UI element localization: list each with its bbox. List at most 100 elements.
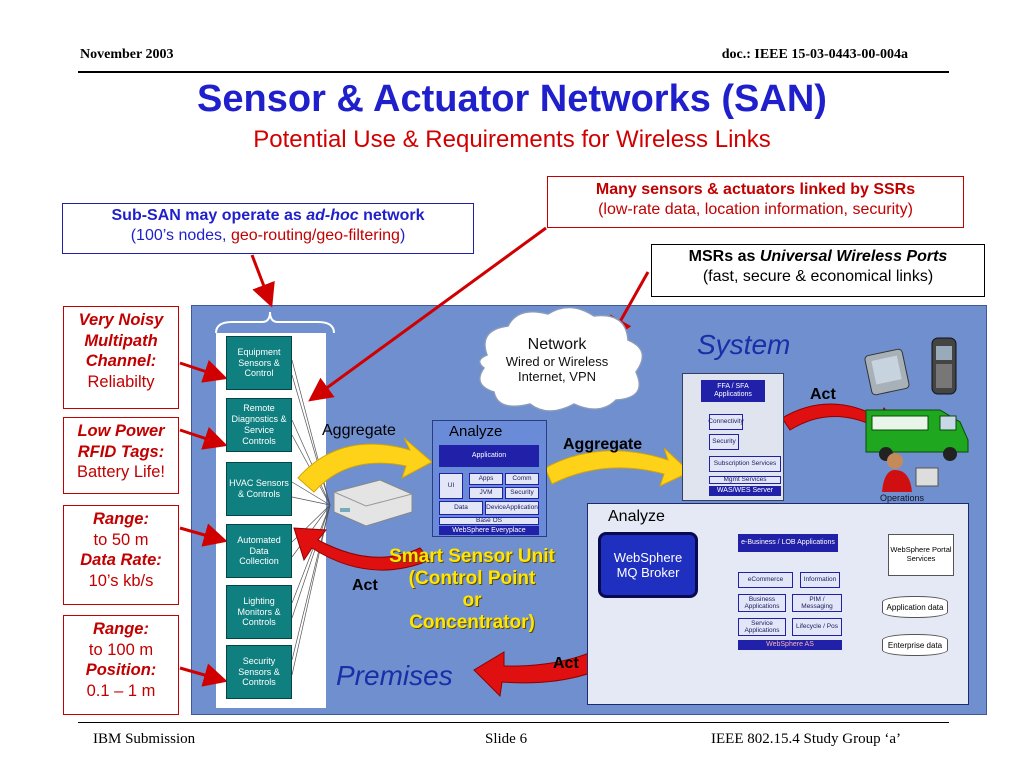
ssr-callout-line2: (low-rate data, location information, se… [598,201,913,218]
msr-callout-line2: (fast, secure & economical links) [702,268,934,285]
subsan-text-c: network [358,207,425,224]
subsan-text-adhoc: ad-hoc [306,207,359,224]
act-arrow-left [293,527,431,571]
system-server: FFA / SFA Applications Connectivity Secu… [682,373,784,501]
mgmt-services: Mgmt Services [709,476,781,484]
req-box-channel: Very Noisy Multipath Channel: Reliabilty [63,306,179,409]
premises-app-bar: Application [439,445,539,467]
msr-text-uwp: Universal Wireless Ports [759,248,948,265]
business-applications: Business Applications [738,594,786,612]
footer-left: IBM Submission [93,731,196,747]
operator-person [882,453,939,492]
footer-slide-number: Slide 6 [485,731,528,747]
req-position-value: 0.1 – 1 m [86,681,156,700]
ecommerce: eCommerce [738,572,793,588]
msr-text-a: MSRs as [688,248,760,265]
network-line3: Internet, VPN [517,369,597,384]
premises-analyze-label: Analyze [449,423,503,440]
aggregate-label-left: Aggregate [322,422,396,439]
sub-san-brace [215,311,335,334]
connectivity-block: Connectivity [708,414,744,430]
premises-apps: Apps [469,473,503,485]
was-server: WAS/WES Server [709,486,781,496]
operations-label: Operations [880,493,925,503]
websphere-as: WebSphere AS [738,640,842,650]
req-rfid-line1: Low Power [77,422,165,440]
network-cloud [478,306,644,412]
subsan-text-nodes: (100’s nodes, [130,227,231,244]
fan-lines [291,359,331,676]
information: Information [800,572,840,588]
req-position-label: Position: [85,661,157,680]
pim-messaging: PIM / Messaging [792,594,842,612]
server-security: Security [709,434,739,450]
premises-ui: UI [439,473,463,499]
network-line2: Wired or Wireless [505,354,609,369]
gateway-device [333,479,413,527]
act-label-top: Act [810,386,836,403]
footer-divider [78,722,949,723]
act-label-left: Act [352,577,378,594]
websphere-portal-services: WebSphere Portal Services [888,534,954,576]
ssr-callout: Many sensors & actuators linked by SSRs … [547,176,964,228]
req-range50-value: to 50 m [93,530,149,549]
premises-label: Premises [336,660,453,691]
premises-data: Data [439,501,483,515]
system-analyze-label: Analyze [608,508,665,525]
slide-title: Sensor & Actuator Networks (SAN) [197,78,827,120]
slide-subtitle: Potential Use & Requirements for Wireles… [253,126,771,153]
van-device [865,409,969,461]
footer-right: IEEE 802.15.4 Study Group ‘a’ [711,731,901,747]
lifecycle-pos: Lifecycle / Pos [792,618,842,636]
premises-websphere-everyplace: WebSphere Everyplace [439,526,539,535]
req-channel-line1: Very Noisy [78,311,164,329]
application-data-store: Application data [882,596,948,618]
module-equipment-sensors: Equipment Sensors & Control [226,336,292,390]
module-lighting: Lighting Monitors & Controls [226,585,292,639]
subscription-services: Subscription Services [709,456,781,472]
header-divider [78,71,949,73]
subsan-text-a: Sub-SAN may operate as [111,207,307,224]
pda-device [864,348,910,396]
module-data-collection: Automated Data Collection [226,524,292,578]
phone-device [931,337,957,395]
req-box-rfid: Low Power RFID Tags: Battery Life! [63,417,179,494]
smart-sensor-unit-label: Smart Sensor Unit (Control Point or Conc… [362,546,582,633]
ssu-line3: or [462,589,482,611]
req-range100-label: Range: [93,620,149,638]
system-analyze-box: Analyze WebSphere MQ Broker e-Business /… [587,503,969,705]
req-box-range-50: Range: to 50 m Data Rate: 10’s kb/s [63,505,179,605]
premises-jvm: JVM [469,487,503,499]
msr-callout-line1: MSRs as Universal Wireless Ports [652,247,984,267]
service-applications: Service Applications [738,618,786,636]
module-security: Security Sensors & Controls [226,645,292,699]
ssr-callout-line1: Many sensors & actuators linked by SSRs [595,181,916,198]
ebusiness-applications: e-Business / LOB Applications [738,534,838,552]
premises-comm: Comm [505,473,539,485]
act-label-bottom: Act [553,655,579,672]
subsan-text-georouting: geo-routing/geo-filtering [230,227,400,244]
pointer-arrows [179,226,650,687]
module-remote-diagnostics: Remote Diagnostics & Service Controls [226,398,292,452]
msr-callout: MSRs as Universal Wireless Ports (fast, … [651,244,985,297]
websphere-mq-broker: WebSphere MQ Broker [598,532,698,598]
aggregate-label-right: Aggregate [563,436,643,453]
premises-device-app: DeviceApplication [485,501,539,515]
enterprise-data-store: Enterprise data [882,634,948,656]
req-channel-line2: Multipath [84,331,158,350]
ssu-line1: Smart Sensor Unit [389,546,555,567]
header-date: November 2003 [80,47,174,62]
subsan-callout: Sub-SAN may operate as ad-hoc network (1… [62,203,474,254]
module-hvac: HVAC Sensors & Controls [226,462,292,516]
ffa-applications: FFA / SFA Applications [701,380,765,402]
req-range100-value: to 100 m [88,640,154,659]
subsan-callout-line2: (100’s nodes, geo-routing/geo-filtering) [63,226,473,246]
subsan-text-close: ) [399,227,406,244]
req-rfid-line2: RFID Tags: [77,442,165,461]
req-channel-value: Reliabilty [87,372,155,391]
req-rfid-value: Battery Life! [76,463,166,482]
premises-security: Security [505,487,539,499]
network-label: Network [527,336,587,353]
req-channel-line3: Channel: [85,352,157,371]
